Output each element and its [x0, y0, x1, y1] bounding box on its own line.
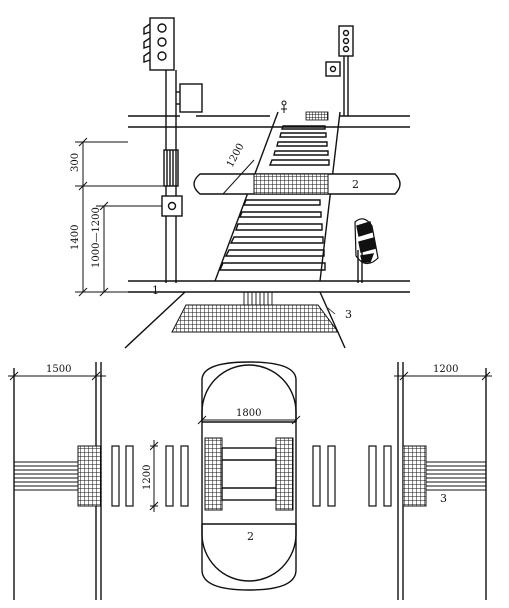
dimension-1200-diagonal: 1200: [225, 142, 247, 170]
striped-bollard-icon: [354, 218, 379, 283]
vertical-dimensions: [75, 137, 164, 297]
callout-1: 1: [152, 284, 159, 297]
dimension-1000-1200: 1000—1200: [91, 207, 102, 268]
dimension-1500: 1500: [46, 364, 71, 375]
island-plan: [201, 361, 297, 591]
left-guidance-strip: [14, 445, 102, 507]
callout-right-3: 3: [440, 492, 447, 505]
plan-zebra-right: [312, 445, 392, 507]
dimension-line-island: [197, 415, 301, 425]
zebra-stripes-near: [218, 199, 326, 271]
island-perspective: 2: [193, 159, 401, 195]
callout-3: 3: [345, 308, 352, 321]
dimension-1800: 1800: [236, 408, 261, 419]
zebra-stripes-far: [268, 111, 330, 166]
traffic-light-right: [325, 25, 354, 116]
callout-island-2: 2: [247, 530, 254, 543]
right-curb-lines: [397, 362, 487, 600]
crosswalk-left-edge: [214, 111, 279, 282]
dimension-1400: 1400: [70, 225, 81, 250]
callout-2-perspective: 2: [352, 178, 359, 191]
perspective-view: 2: [70, 17, 410, 349]
dimension-300: 300: [70, 153, 81, 172]
pedestrian-icon: [281, 100, 287, 113]
dimension-line-stripe: [149, 440, 159, 512]
traffic-light-left: [143, 17, 203, 283]
dimension-line-left: [8, 371, 106, 381]
plan-zebra-left: [111, 445, 189, 507]
dimension-1200-right: 1200: [433, 364, 458, 375]
dimension-line-right: [394, 371, 492, 381]
near-tactile-area: [124, 291, 346, 349]
dimension-1200-stripe: 1200: [142, 465, 153, 490]
plan-view: 1500 1200: [8, 361, 492, 600]
far-road-edges: [128, 115, 410, 128]
near-road-edges: [128, 280, 410, 293]
